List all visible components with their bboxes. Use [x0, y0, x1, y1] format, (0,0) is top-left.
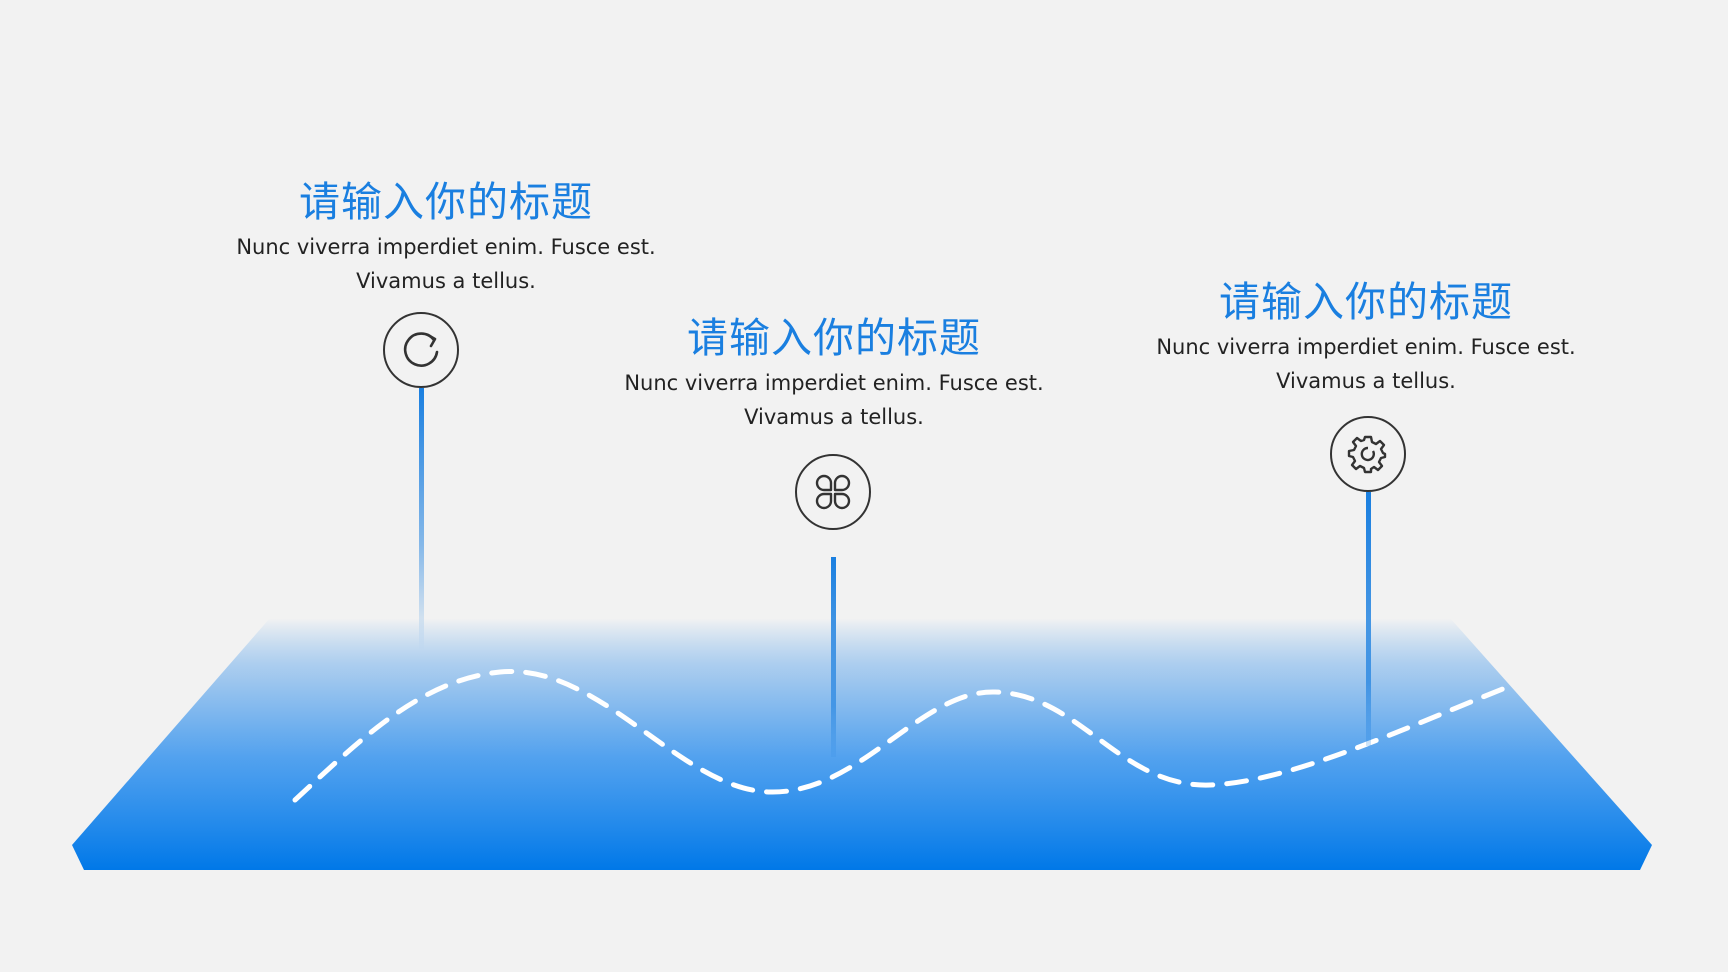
- timeline-item-2: 请输入你的标题 Nunc viverra imperdiet enim. Fus…: [614, 314, 1054, 434]
- connector-stem-3: [1366, 492, 1371, 746]
- icon-badge-3: [1330, 416, 1406, 492]
- item-description: Nunc viverra imperdiet enim. Fusce est. …: [1156, 335, 1576, 393]
- item-title: 请输入你的标题: [299, 178, 593, 226]
- connector-stem-1: [419, 388, 424, 650]
- icon-badge-1: [383, 312, 459, 388]
- icon-badge-2: [795, 454, 871, 530]
- connector-stem-2: [831, 557, 836, 757]
- item-title: 请输入你的标题: [1219, 278, 1513, 326]
- dashed-wave-line: [292, 669, 1508, 803]
- gear-icon: [1347, 435, 1387, 474]
- grid-four-petal-icon: [815, 474, 851, 510]
- platform-surface: [72, 618, 1652, 870]
- refresh-icon: [403, 332, 439, 367]
- item-title: 请输入你的标题: [687, 314, 981, 362]
- timeline-item-1: 请输入你的标题 Nunc viverra imperdiet enim. Fus…: [226, 178, 666, 298]
- timeline-item-3: 请输入你的标题 Nunc viverra imperdiet enim. Fus…: [1146, 278, 1586, 398]
- item-description: Nunc viverra imperdiet enim. Fusce est. …: [236, 235, 656, 293]
- item-description: Nunc viverra imperdiet enim. Fusce est. …: [624, 371, 1044, 429]
